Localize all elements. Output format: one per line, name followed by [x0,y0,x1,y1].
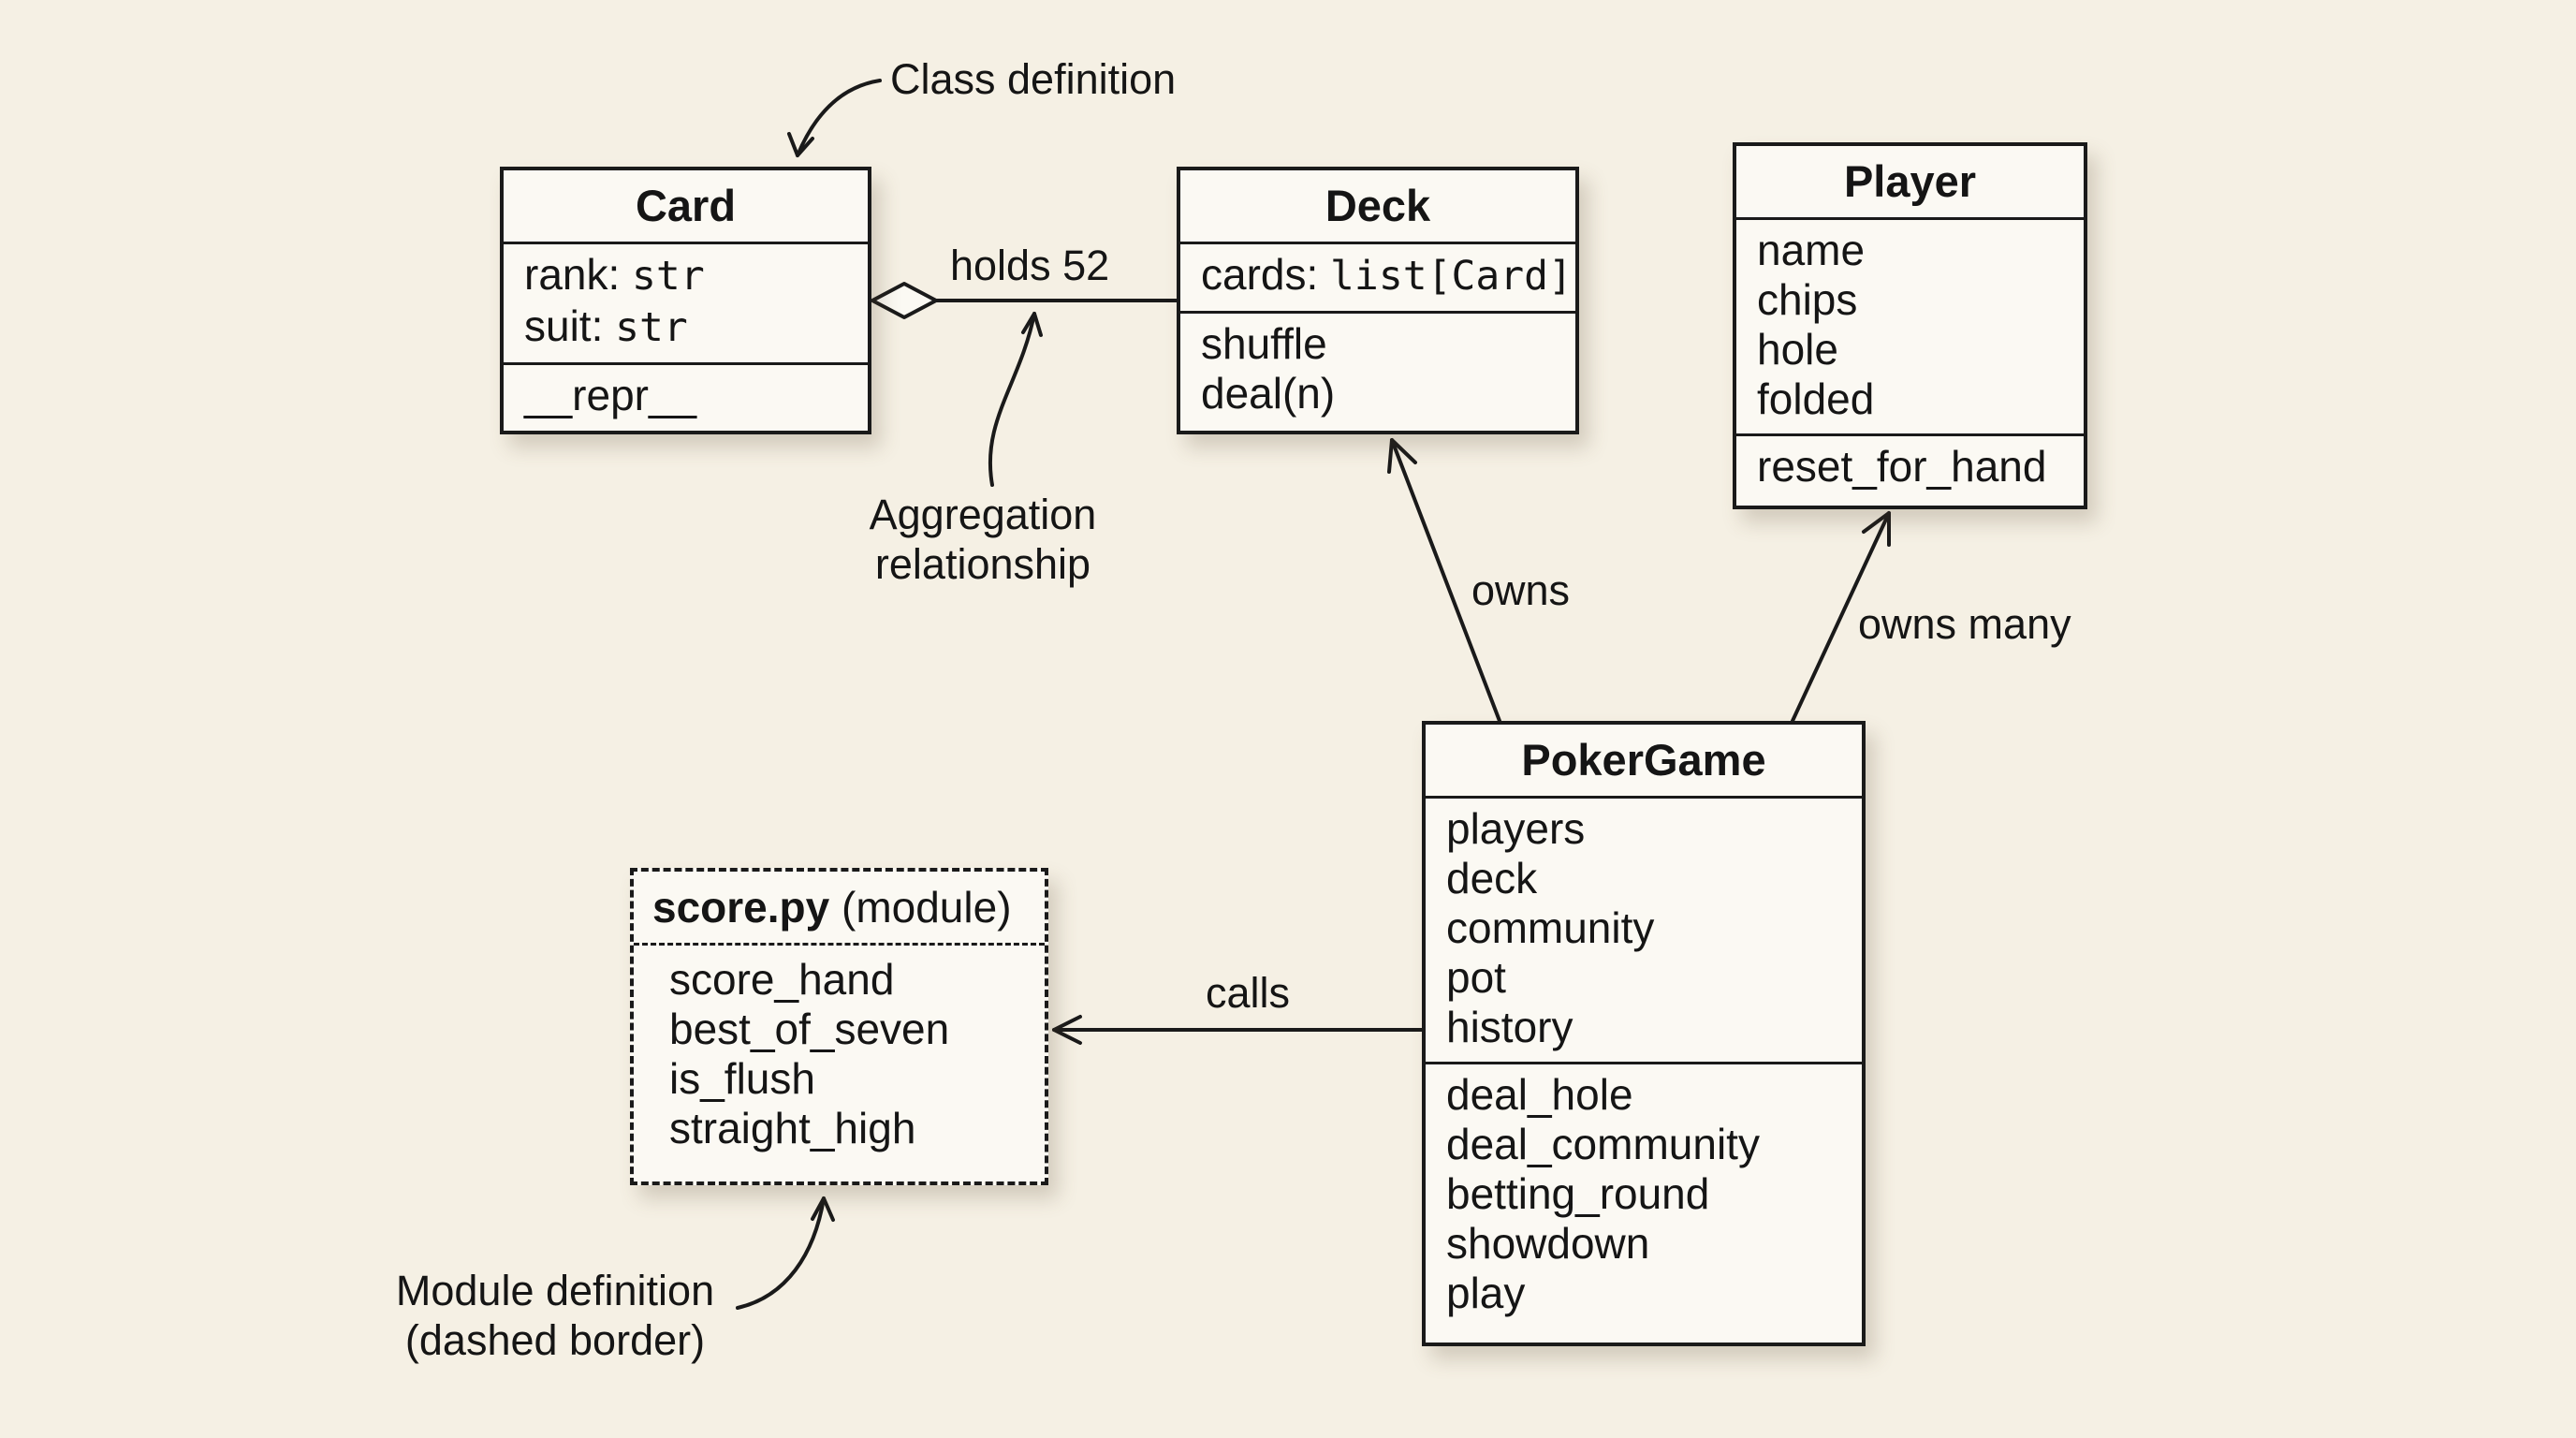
methods-section: deal_hole deal_community betting_round s… [1426,1062,1862,1328]
owns-many-line [1791,511,1891,723]
class-definition-pointer [796,79,882,157]
label-calls: calls [1206,969,1291,1017]
attributes-section: rank: str suit: str [504,244,868,362]
owns-many-arrowhead-icon [1862,511,1891,547]
module-title: score.py (module) [634,872,1045,946]
function: best_of_seven [669,1005,950,1053]
class-definition-arrowhead-icon [787,132,814,157]
attributes-section: name chips hole folded [1736,220,2084,433]
function: is_flush [669,1054,815,1103]
attribute: rank: str [524,250,705,300]
attribute: folded [1757,374,1875,423]
attribute: suit: str [524,301,688,351]
class-card: Card rank: str suit: str __repr__ [500,167,871,434]
attribute: history [1446,1003,1573,1051]
attributes-section: cards: list[Card] [1180,244,1575,311]
attribute: community [1446,903,1655,952]
class-name: PokerGame [1426,725,1862,799]
method: play [1446,1269,1526,1317]
attribute: deck [1446,854,1538,902]
method: showdown [1446,1219,1650,1268]
class-name: Player [1736,146,2084,220]
class-name: Card [504,170,868,244]
function: score_hand [669,955,895,1004]
owns-line [1390,438,1501,723]
class-pokergame: PokerGame players deck community pot his… [1422,721,1866,1346]
annotation-aggregation: Aggregation relationship [869,491,1097,588]
method: shuffle [1201,319,1327,368]
annotation-module-definition: Module definition (dashed border) [395,1267,715,1364]
label-holds-52: holds 52 [950,242,1110,289]
method: deal_hole [1446,1070,1633,1119]
aggregation-pointer [988,312,1036,487]
method: __repr__ [524,371,697,419]
label-owns-many: owns many [1858,600,2071,648]
aggregation-diamond-icon [871,282,938,319]
label-owns: owns [1471,566,1571,614]
module-score: score.py (module) score_hand best_of_sev… [630,868,1048,1185]
class-name: Deck [1180,170,1575,244]
method: deal(n) [1201,369,1336,418]
function: straight_high [669,1104,916,1152]
module-name: score.py [652,883,830,932]
attribute: chips [1757,275,1858,324]
attribute: hole [1757,325,1838,374]
attribute: cards: list[Card] [1201,250,1573,300]
module-definition-pointer [736,1196,826,1310]
owns-arrowhead-icon [1387,438,1417,474]
functions-section: score_hand best_of_seven is_flush straig… [634,946,1045,1163]
attributes-section: players deck community pot history [1426,799,1862,1062]
methods-section: __repr__ [504,362,868,430]
module-definition-arrowhead-icon [811,1196,835,1222]
calls-arrowhead-icon [1052,1015,1082,1045]
attribute: pot [1446,953,1506,1002]
methods-section: shuffle deal(n) [1180,311,1575,428]
attribute: name [1757,226,1866,274]
aggregation-arrowhead-icon [1021,312,1043,337]
methods-section: reset_for_hand [1736,433,2084,501]
class-player: Player name chips hole folded reset_for_… [1733,142,2087,509]
module-kind: (module) [842,883,1012,932]
method: deal_community [1446,1120,1760,1168]
method: reset_for_hand [1757,442,2047,491]
attribute: players [1446,804,1586,853]
method: betting_round [1446,1169,1710,1218]
class-deck: Deck cards: list[Card] shuffle deal(n) [1177,167,1579,434]
annotation-class-definition: Class definition [890,55,1177,103]
